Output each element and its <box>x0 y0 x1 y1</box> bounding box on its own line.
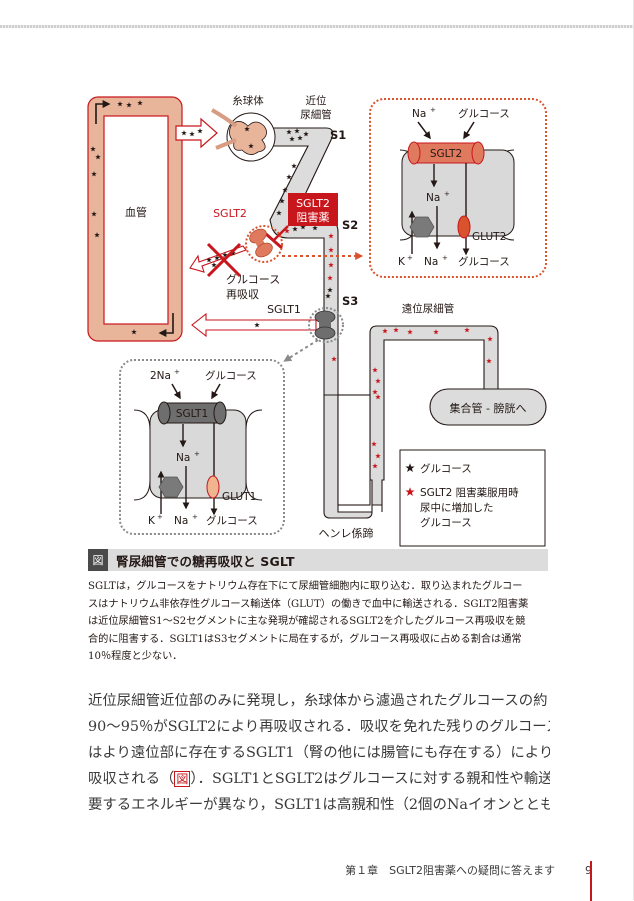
segment-s3-label: S3 <box>342 294 358 308</box>
renal-tubule-figure: 血管 <box>87 94 547 547</box>
sglt2-cell-detail: SGLT2 Na + グルコース Na + GLUT2 K + Na + グルコ… <box>369 98 547 278</box>
loop-and-distal-tubule: 遠位尿細管 ヘンレ係蹄 <box>319 302 499 540</box>
collecting-duct: 集合管 - 膀胱へ <box>429 388 547 426</box>
legend-glucose: グルコース <box>420 462 472 475</box>
distal-tubule-label: 遠位尿細管 <box>402 302 455 315</box>
flow-arrow-icon <box>158 313 174 337</box>
svg-text:+: + <box>442 254 448 262</box>
glomerulus-label: 糸球体 <box>232 94 264 107</box>
svg-text:グルコース: グルコース <box>205 369 257 382</box>
svg-text:K: K <box>398 256 406 268</box>
svg-text:2Na: 2Na <box>150 370 171 382</box>
svg-text:グルコース: グルコース <box>420 516 472 529</box>
svg-text:+: + <box>444 190 450 198</box>
legend: グルコース SGLT2 阻害薬服用時 尿中に増加した グルコース <box>399 449 546 547</box>
figure-tag: 図 <box>88 549 108 571</box>
svg-text:SGLT2: SGLT2 <box>296 197 330 210</box>
glut2-icon <box>457 215 471 239</box>
blood-vessel: 血管 <box>87 96 183 342</box>
svg-text:K: K <box>148 515 156 527</box>
sglt2-inhibitor-badge: SGLT2 阻害薬 <box>265 193 338 250</box>
figure-reference-link[interactable]: 図 <box>174 771 191 787</box>
svg-text:GLUT2: GLUT2 <box>472 231 506 243</box>
segment-s2-label: S2 <box>342 218 358 232</box>
blocked-reabsorption-arrow: グルコース 再吸収 <box>189 242 280 301</box>
glut1-icon <box>206 475 220 499</box>
svg-text:Na: Na <box>176 452 190 464</box>
figure-caption-bar: 図 腎尿細管での糖再吸収と SGLT <box>88 549 548 571</box>
svg-text:グルコース: グルコース <box>458 107 510 120</box>
svg-text:+: + <box>192 513 198 521</box>
glomerulus: 糸球体 <box>211 94 276 162</box>
loop-of-henle-label: ヘンレ係蹄 <box>319 526 374 540</box>
sglt2-label: SGLT2 <box>213 207 247 220</box>
sglt1-label: SGLT1 <box>267 303 301 316</box>
chapter-title: 第１章 SGLT2阻害薬への疑問に答えます <box>345 864 555 877</box>
figure-title: 腎尿細管での糖再吸収と SGLT <box>116 553 295 569</box>
page-number: 9 <box>585 863 592 877</box>
figure-caption-text: SGLTは，グルコースをナトリウム存在下にて尿細管細胞内に取り込む．取り込まれた… <box>88 578 550 666</box>
svg-text:グルコース: グルコース <box>206 514 258 527</box>
sglt2-transporter: SGLT2 <box>213 207 283 263</box>
na-k-pump-icon <box>409 216 435 238</box>
flow-arrow-icon <box>95 100 111 124</box>
svg-text:グルコース: グルコース <box>226 272 280 286</box>
sglt1-cell-detail: SGLT1 2Na + グルコース Na + GLUT1 K + Na + グル… <box>119 359 285 535</box>
page-footer: 第１章 SGLT2阻害薬への疑問に答えます 9 <box>345 862 592 878</box>
body-line: はより遠位部に存在するSGLT1（腎の他には腸管にも存在する）により再 <box>88 745 550 761</box>
body-paragraph: 近位尿細管近位部のみに発現し，糸球体から濾過されたグルコースの約 90～95％が… <box>88 688 550 818</box>
blood-vessel-label: 血管 <box>125 205 147 219</box>
svg-text:Na: Na <box>426 192 440 204</box>
svg-text:+: + <box>430 106 436 114</box>
svg-text:再吸収: 再吸収 <box>226 288 259 301</box>
caption-line: は近位尿細管S1～S2セグメントに主な発現が確認されるSGLT2を介したグルコー… <box>88 616 526 627</box>
legend-increased-glucose: SGLT2 阻害薬服用時 <box>420 486 519 499</box>
svg-text:Na: Na <box>424 256 438 268</box>
svg-text:Na: Na <box>412 108 426 120</box>
body-line: 90～95％がSGLT2により再吸収される．吸収を免れた残りのグルコース <box>88 719 550 735</box>
body-line: 要するエネルギーが異なり，SGLT1は高親和性（2個のNaイオンととも <box>88 797 550 813</box>
svg-text:+: + <box>407 254 413 262</box>
proximal-tubule-label-2: 尿細管 <box>300 108 332 121</box>
caption-line: 合的に阻害する．SGLT1はS3セグメントに局在するが，グルコース再吸収に占める… <box>88 633 522 645</box>
body-line: 近位尿細管近位部のみに発現し，糸球体から濾過されたグルコースの約 <box>88 693 548 709</box>
sglt1-transporter: SGLT1 <box>191 303 344 362</box>
filtration-arrow <box>175 117 218 149</box>
svg-text:グルコース: グルコース <box>458 255 510 268</box>
svg-text:+: + <box>157 513 163 521</box>
proximal-tubule <box>249 127 339 396</box>
svg-text:Na: Na <box>174 515 188 527</box>
footer-accent-rule <box>590 861 592 901</box>
svg-text:尿中に増加した: 尿中に増加した <box>420 501 494 514</box>
svg-text:GLUT1: GLUT1 <box>222 491 256 503</box>
caption-line: 10％程度と少ない． <box>88 651 183 662</box>
body-line: 吸収される（図）．SGLT1とSGLT2はグルコースに対する親和性や輸送に <box>88 771 550 787</box>
svg-text:+: + <box>194 450 200 458</box>
segment-s1-label: S1 <box>330 128 346 142</box>
caption-line: スはナトリウム非依存性グルコース輸送体（GLUT）の働きで血中に輸送される．SG… <box>88 598 529 610</box>
caption-line: SGLTは，グルコースをナトリウム存在下にて尿細管細胞内に取り込む．取り込まれた… <box>88 581 523 592</box>
svg-text:阻害薬: 阻害薬 <box>297 210 330 224</box>
sglt2-transporter-label: SGLT2 <box>430 148 462 160</box>
header-dotted-rule <box>0 25 634 28</box>
sglt1-transporter-label: SGLT1 <box>176 408 208 420</box>
na-k-pump-icon <box>158 476 184 498</box>
svg-text:集合管 - 膀胱へ: 集合管 - 膀胱へ <box>450 401 527 415</box>
proximal-tubule-label: 近位 <box>306 94 327 107</box>
svg-text:+: + <box>174 368 180 376</box>
